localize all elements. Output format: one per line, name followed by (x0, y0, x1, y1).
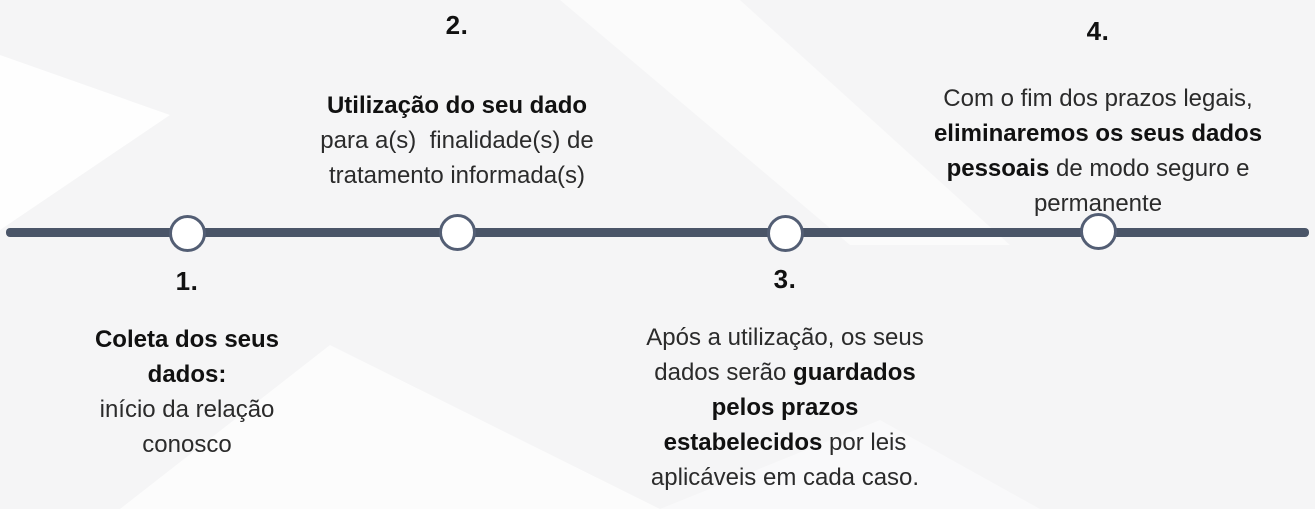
step-3-retention: 3. Após a utilização, os seus dados serão… (646, 262, 924, 495)
step-text-line: dados: (147, 361, 227, 388)
step-text-line: aplicáveis em cada caso. (650, 464, 920, 491)
step-1-number: 1. (175, 266, 199, 296)
step-1-collection: 1. Coleta dos seus dados: início da relaçã… (95, 264, 279, 462)
step-text-line: conosco (142, 431, 232, 458)
step-text-line: pessoais de modo seguro e (946, 155, 1250, 182)
step-4-number: 4. (1086, 16, 1110, 46)
timeline-line (6, 228, 1309, 237)
step-text-line: para a(s) finalidade(s) de (320, 127, 594, 154)
step-3-text: Após a utilização, os seus dados serão gu… (646, 320, 924, 495)
step-text-line: estabelecidos por leis (663, 429, 907, 456)
step-text-line: Coleta dos seus (94, 326, 280, 353)
step-text-line: início da relação (99, 396, 275, 423)
step-3-number: 3. (773, 264, 797, 294)
step-2-text: Utilização do seu dado para a(s) finalida… (320, 88, 593, 193)
step-text-line: pelos prazos (711, 394, 859, 421)
timeline-node-4 (1080, 213, 1117, 250)
step-1-text: Coleta dos seus dados: início da relação co… (95, 322, 279, 462)
step-4-text: Com o fim dos prazos legais, eliminaremos… (934, 81, 1262, 221)
step-2-usage: 2. Utilização do seu dado para a(s) final… (320, 8, 593, 193)
step-text-line: Após a utilização, os seus (646, 324, 924, 351)
step-text-line: tratamento informada(s) (328, 162, 586, 189)
timeline-node-2 (439, 214, 476, 251)
step-4-deletion: 4. Com o fim dos prazos legais, eliminare… (934, 14, 1262, 221)
step-text-line: dados serão guardados (654, 359, 916, 386)
step-text-line: Com o fim dos prazos legais, (943, 85, 1253, 112)
timeline-node-1 (169, 215, 206, 252)
step-text-line: permanente (1033, 190, 1163, 217)
step-text-line: Utilização do seu dado (326, 92, 588, 119)
timeline-node-3 (767, 215, 804, 252)
step-2-number: 2. (445, 10, 469, 40)
step-text-line: eliminaremos os seus dados (933, 120, 1263, 147)
